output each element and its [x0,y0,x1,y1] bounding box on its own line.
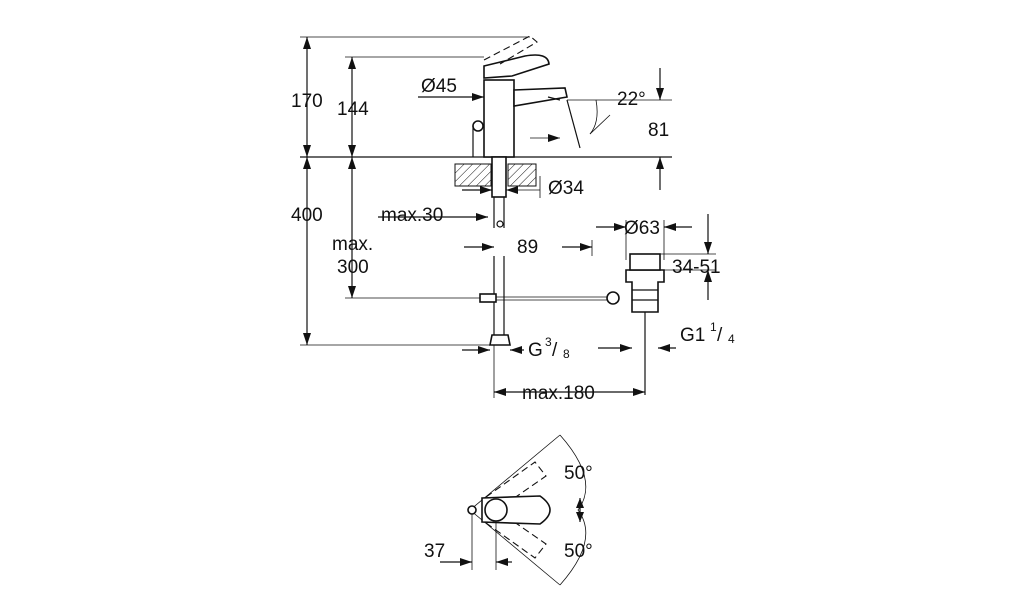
lever-raised-dashed [483,35,538,65]
shank [491,156,507,198]
dim-angle-50-lower: 50° [564,541,593,562]
dim-diameter-45: Ø45 [421,76,457,97]
faucet-side-view [300,35,672,395]
dim-thread-g-3-8: G 3 / 8 [528,335,570,361]
dim-offset-37: 37 [424,541,445,562]
spout-aerator [547,96,561,101]
svg-text:G: G [528,340,543,361]
lever-handle [483,54,550,79]
dim-max-30: max.30 [381,205,443,226]
waste-plug [629,253,661,271]
svg-text:4: 4 [728,332,735,346]
svg-text:8: 8 [563,347,570,361]
svg-text:3: 3 [545,335,552,349]
lever-top-view [440,434,587,586]
dim-height-400: 400 [291,205,323,226]
dim-diameter-63: Ø63 [624,218,660,239]
dim-range-34-51: 34-51 [672,257,721,278]
dim-max-label: max. [332,234,373,255]
waste-fitting [625,269,665,313]
dim-max-180: max.180 [522,383,595,404]
lever-rotated-lower [485,511,547,559]
hose-connector [489,334,511,346]
counter-section-left [454,163,492,187]
svg-text:/: / [552,340,558,361]
rotation-arc [559,434,587,586]
pop-up-rod-knob [472,120,484,132]
counter-section-right [507,163,537,187]
linkage-pivot [606,291,620,305]
dimension-lines [300,36,716,398]
cartridge-cap [484,498,508,522]
lever-rotated-upper [485,461,547,509]
dim-height-144: 144 [337,99,369,120]
dim-angle-50-upper: 50° [564,463,593,484]
faucet-body [483,79,515,158]
svg-text:1: 1 [710,320,717,334]
dim-value-300: 300 [337,257,369,278]
dim-angle-22: 22° [617,89,646,110]
rod-end [496,220,504,228]
svg-text:G1: G1 [680,325,705,346]
dim-height-170: 170 [291,91,323,112]
spout [513,87,568,107]
dim-reach-81: 81 [648,120,669,141]
pop-up-knob-top [467,505,477,515]
dim-diameter-34: Ø34 [548,178,584,199]
rod-clamp [479,293,497,303]
svg-text:/: / [717,325,723,346]
dim-value-89: 89 [517,237,538,258]
dim-thread-g1-1-4: G1 1 / 4 [680,320,735,346]
